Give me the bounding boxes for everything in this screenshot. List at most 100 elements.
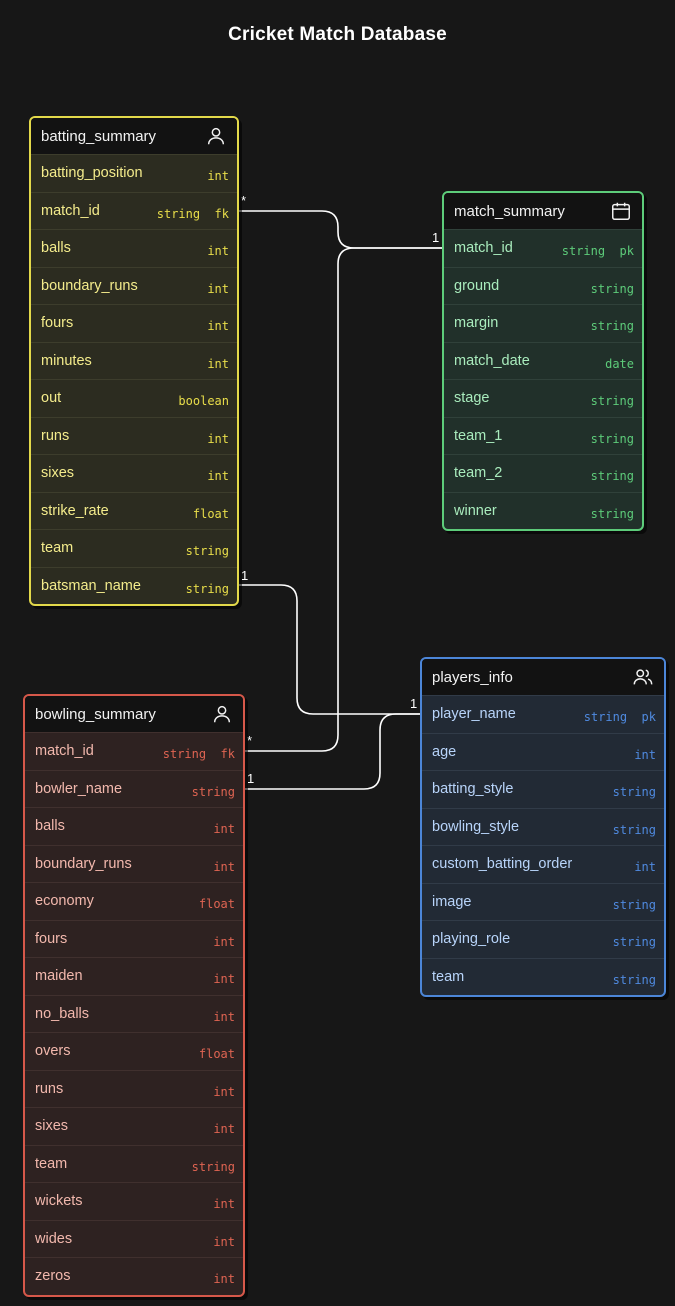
field-type: int — [213, 822, 235, 837]
field-name: stage — [454, 390, 490, 407]
field-name: image — [432, 893, 472, 910]
field-type: string fk — [156, 206, 229, 221]
field-name: boundary_runs — [35, 855, 132, 872]
entity-header[interactable]: players_info — [422, 659, 664, 695]
calendar-icon — [610, 200, 632, 222]
field-type: date — [605, 356, 634, 371]
field-type: string — [191, 784, 235, 799]
field-type: int — [634, 860, 656, 875]
field-name: team — [35, 1155, 68, 1172]
users-icon — [632, 666, 654, 688]
field-type: string — [612, 785, 656, 800]
field-row[interactable]: wides int — [25, 1219, 243, 1258]
cardinality-label: 1 — [410, 696, 418, 711]
entity-header[interactable]: bowling_summary — [25, 696, 243, 732]
field-row[interactable]: balls int — [25, 807, 243, 845]
user-icon — [211, 703, 233, 725]
entity-title: match_summary — [454, 202, 565, 220]
field-name: out — [41, 390, 62, 407]
field-name: team — [432, 968, 465, 985]
field-name: fours — [41, 315, 74, 332]
field-type: int — [213, 1084, 235, 1099]
field-name: match_id — [35, 743, 94, 760]
field-type: int — [207, 469, 229, 484]
field-name: minutes — [41, 352, 92, 369]
cardinality-label: * — [247, 733, 253, 748]
field-name: balls — [35, 818, 65, 835]
field-row[interactable]: fours int — [25, 919, 243, 958]
cardinality-label: 1 — [241, 568, 249, 583]
field-name: overs — [35, 1043, 71, 1060]
field-name: winner — [454, 502, 497, 519]
field-name: boundary_runs — [41, 277, 138, 294]
entity-header[interactable]: match_summary — [444, 193, 642, 229]
field-name: match_id — [41, 202, 100, 219]
field-name: batsman_name — [41, 577, 141, 594]
field-type: float — [192, 506, 229, 521]
field-type: string — [590, 431, 634, 446]
field-type: int — [213, 1234, 235, 1249]
field-row[interactable]: match_id string fk — [31, 191, 237, 230]
field-name: team_2 — [454, 465, 503, 482]
field-name: playing_role — [432, 931, 511, 948]
field-name: fours — [35, 930, 68, 947]
field-type: string — [590, 281, 634, 296]
field-name: no_balls — [35, 1005, 90, 1022]
link-bowling-players — [239, 713, 422, 790]
field-type: int — [213, 1197, 235, 1212]
field-type: float — [198, 897, 235, 912]
field-type: int — [213, 934, 235, 949]
entity-title: batting_summary — [41, 127, 157, 145]
entity-header[interactable]: batting_summary — [31, 118, 237, 154]
field-row[interactable]: sixes int — [31, 454, 237, 492]
field-name: runs — [41, 427, 70, 444]
field-name: sixes — [41, 465, 75, 482]
entity-title: players_info — [432, 668, 513, 686]
field-name: wides — [35, 1230, 73, 1247]
field-type: int — [213, 1122, 235, 1137]
field-type: string pk — [583, 710, 656, 725]
